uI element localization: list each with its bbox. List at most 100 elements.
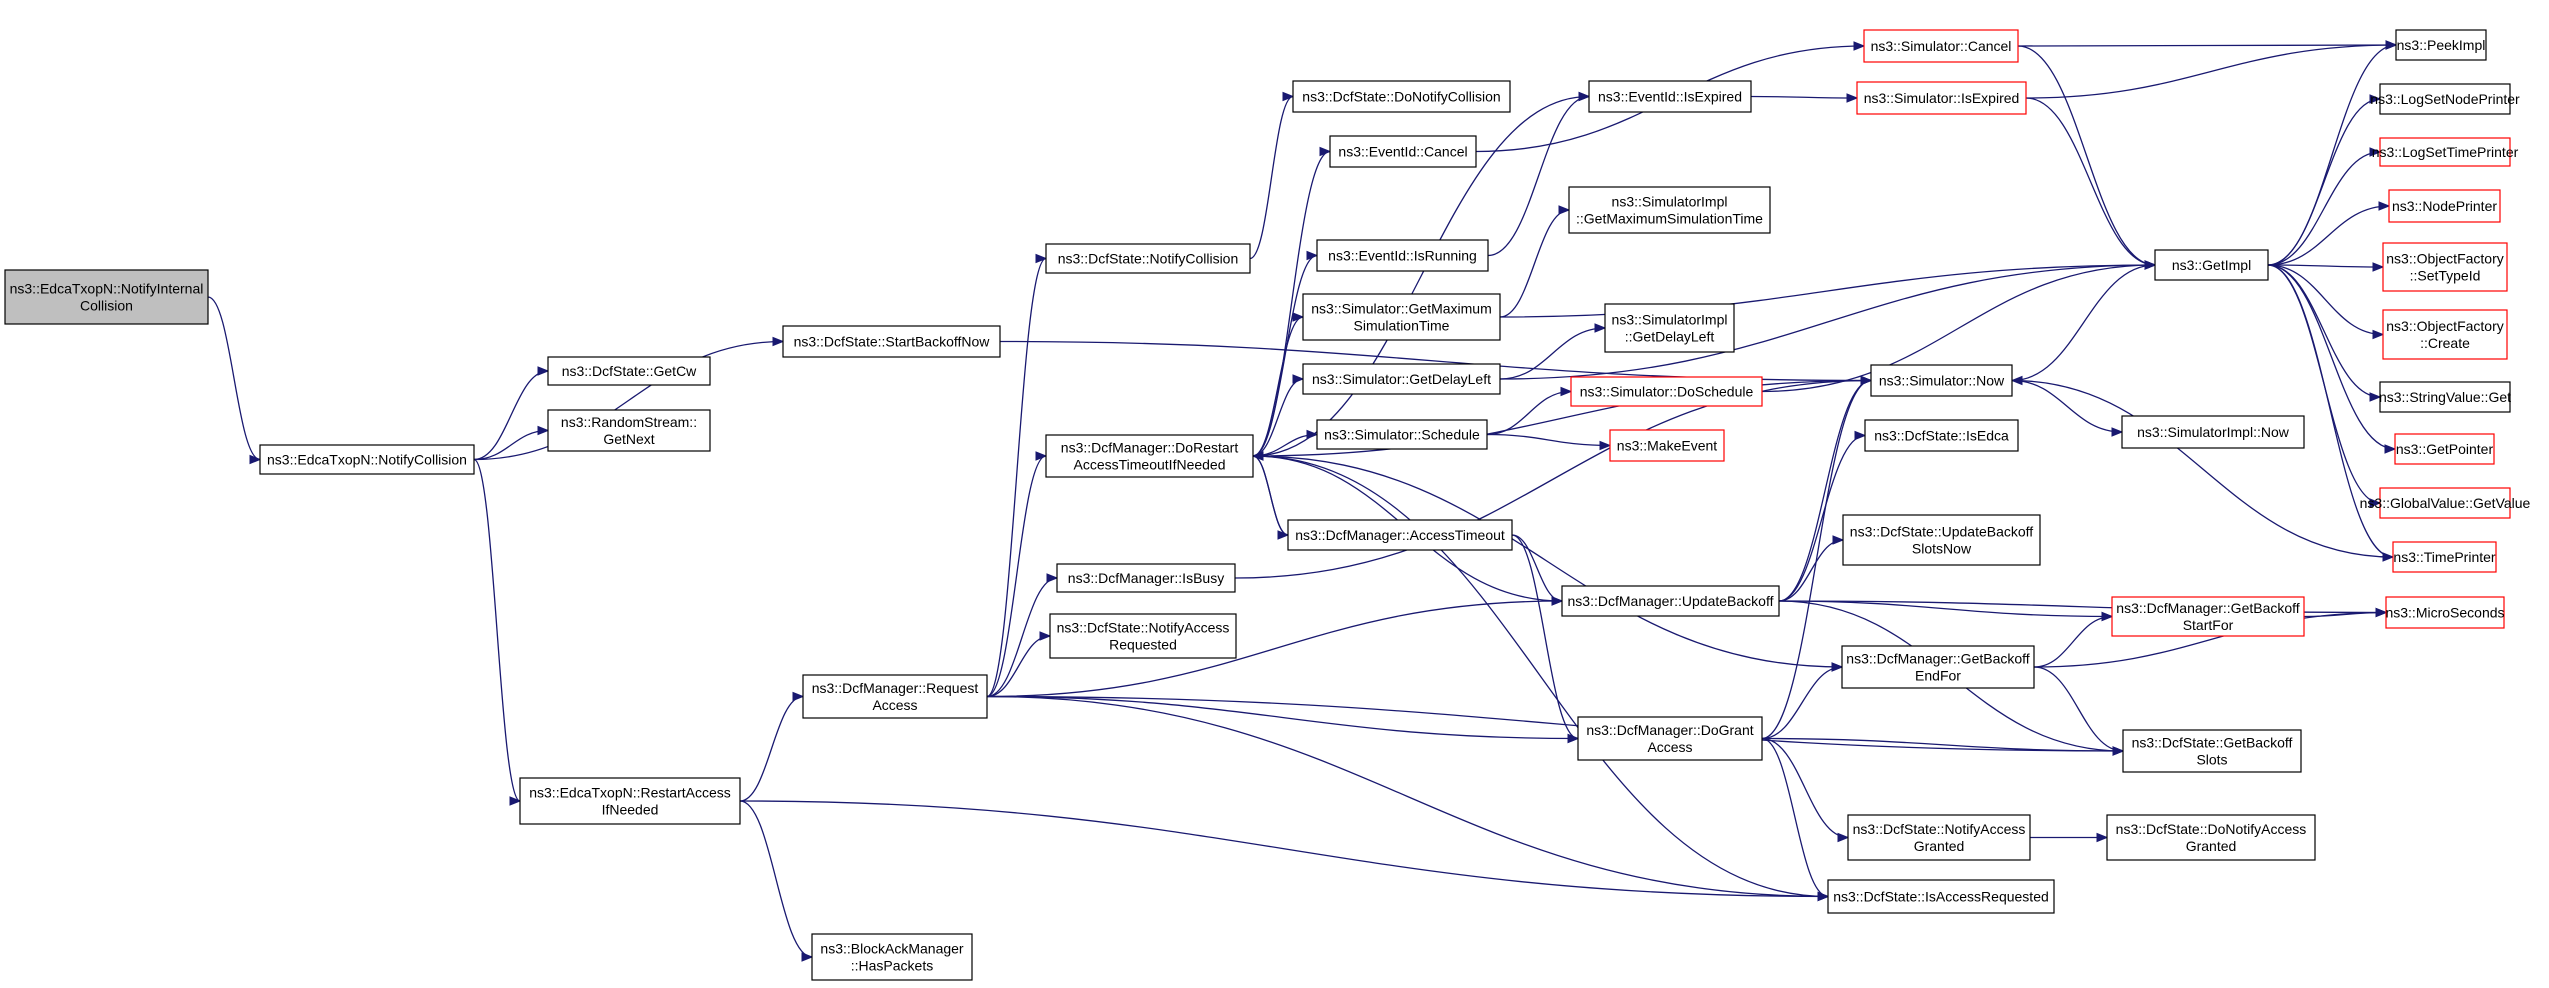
node-n41[interactable]: ns3::LogSetTimePrinter bbox=[2372, 137, 2519, 167]
node-box bbox=[811, 933, 973, 981]
node-n14[interactable]: ns3::EventId::IsRunning bbox=[1316, 239, 1489, 272]
node-box bbox=[2106, 814, 2316, 861]
edge-line bbox=[1499, 209, 1570, 318]
node-label-line: SlotsNow bbox=[1912, 541, 1972, 557]
node-n42[interactable]: ns3::NodePrinter bbox=[2388, 189, 2501, 223]
edge-arrowhead bbox=[1853, 41, 1866, 51]
edge-line bbox=[1499, 264, 2156, 380]
node-box bbox=[4, 269, 209, 325]
node-n12[interactable]: ns3::DcfState::DoNotifyCollision bbox=[1292, 80, 1511, 113]
edge-arrowhead bbox=[1292, 374, 1305, 384]
node-label-line: ns3::ObjectFactory bbox=[2386, 318, 2504, 334]
edge-arrowhead bbox=[1837, 832, 1850, 843]
node-n9[interactable]: ns3::DcfManager::DoRestartAccessTimeoutI… bbox=[1045, 434, 1254, 478]
edge-line bbox=[1761, 737, 1829, 898]
node-n27[interactable]: ns3::Simulator::IsExpired bbox=[1856, 81, 2027, 115]
node-n7[interactable]: ns3::BlockAckManager::HasPackets bbox=[811, 933, 973, 981]
node-n21[interactable]: ns3::SimulatorImpl::GetDelayLeft bbox=[1604, 303, 1735, 353]
node-n28[interactable]: ns3::Simulator::Now bbox=[1870, 364, 2013, 397]
node-n15[interactable]: ns3::Simulator::GetMaximumSimulationTime bbox=[1302, 293, 1501, 341]
node-label-line: ns3::DcfState::IsEdca bbox=[1874, 428, 2009, 444]
node-n1[interactable]: ns3::EdcaTxopN::NotifyCollision bbox=[259, 444, 475, 475]
edge-arrowhead bbox=[2144, 260, 2157, 270]
node-n10[interactable]: ns3::DcfManager::IsBusy bbox=[1056, 563, 1236, 593]
node-n17[interactable]: ns3::Simulator::Schedule bbox=[1316, 419, 1488, 450]
node-n18[interactable]: ns3::DcfManager::AccessTimeout bbox=[1287, 519, 1513, 551]
edge-line bbox=[2267, 98, 2381, 266]
edge-n25-to-n37 bbox=[1761, 737, 2125, 756]
edge-arrowhead bbox=[1854, 430, 1867, 441]
node-n45[interactable]: ns3::StringValue::Get bbox=[2379, 381, 2511, 413]
edge-line bbox=[739, 800, 1829, 898]
node-label-line: Requested bbox=[1109, 637, 1177, 653]
node-label-line: ::HasPackets bbox=[851, 958, 933, 974]
edge-line bbox=[2267, 205, 2390, 266]
node-n47[interactable]: ns3::GlobalValue::GetValue bbox=[2360, 487, 2531, 519]
edge-arrowhead bbox=[2096, 832, 2109, 843]
node-n2[interactable]: ns3::DcfState::GetCw bbox=[547, 356, 711, 386]
node-box bbox=[2395, 29, 2487, 61]
node-n43[interactable]: ns3::ObjectFactory::SetTypeId bbox=[2382, 242, 2508, 292]
node-n20[interactable]: ns3::SimulatorImpl::GetMaximumSimulation… bbox=[1568, 186, 1771, 234]
node-box bbox=[1847, 814, 2031, 861]
edge-n31-to-n36 bbox=[2033, 611, 2114, 668]
node-n33[interactable]: ns3::DcfState::IsAccessRequested bbox=[1827, 879, 2055, 914]
node-label-line: Granted bbox=[2186, 838, 2237, 854]
node-n26[interactable]: ns3::Simulator::Cancel bbox=[1863, 29, 2019, 63]
edge-arrowhead bbox=[1860, 375, 1873, 386]
edge-line bbox=[986, 600, 1563, 698]
node-box bbox=[1316, 239, 1489, 272]
node-box bbox=[782, 325, 1001, 358]
node-label-line: ns3::GlobalValue::GetValue bbox=[2360, 495, 2531, 511]
edge-arrowhead bbox=[792, 691, 805, 702]
node-box bbox=[1568, 186, 1771, 234]
node-n8[interactable]: ns3::DcfState::NotifyCollision bbox=[1045, 243, 1251, 274]
node-label-line: ns3::DcfState::GetBackoff bbox=[2132, 735, 2293, 751]
node-n44[interactable]: ns3::ObjectFactory::Create bbox=[2382, 309, 2508, 360]
node-label-line: ns3::MakeEvent bbox=[1617, 438, 1717, 454]
node-n23[interactable]: ns3::MakeEvent bbox=[1609, 429, 1725, 462]
node-label-line: ns3::ObjectFactory bbox=[2386, 251, 2504, 267]
node-n34[interactable]: ns3::GetImpl bbox=[2154, 249, 2269, 281]
edge-arrowhead bbox=[1567, 733, 1580, 744]
node-box bbox=[1049, 613, 1237, 659]
node-n16[interactable]: ns3::Simulator::GetDelayLeft bbox=[1302, 363, 1501, 395]
node-n35[interactable]: ns3::SimulatorImpl::Now bbox=[2121, 415, 2305, 449]
node-n29[interactable]: ns3::DcfState::IsEdca bbox=[1864, 419, 2019, 452]
node-n46[interactable]: ns3::GetPointer bbox=[2394, 433, 2495, 465]
node-n3[interactable]: ns3::RandomStream::GetNext bbox=[547, 409, 711, 452]
edge-line bbox=[1761, 666, 1843, 740]
node-label-line: ns3::BlockAckManager bbox=[820, 941, 964, 957]
node-n48[interactable]: ns3::TimePrinter bbox=[2392, 541, 2497, 573]
node-label-line: ns3::MicroSeconds bbox=[2385, 605, 2504, 621]
node-box bbox=[2379, 381, 2511, 413]
node-n4[interactable]: ns3::DcfState::StartBackoffNow bbox=[782, 325, 1001, 358]
edge-n1-to-n4 bbox=[473, 336, 785, 461]
node-n39[interactable]: ns3::PeekImpl bbox=[2395, 29, 2487, 61]
node-n49[interactable]: ns3::MicroSeconds bbox=[2385, 596, 2505, 629]
edge-line bbox=[739, 695, 804, 802]
node-label-line: ns3::DcfState::NotifyCollision bbox=[1058, 251, 1239, 267]
edge-arrowhead bbox=[2010, 375, 2023, 386]
edge-n16-to-n34 bbox=[1499, 260, 2157, 380]
node-label-line: ns3::EventId::Cancel bbox=[1338, 144, 1467, 160]
node-n24[interactable]: ns3::DcfManager::UpdateBackoff bbox=[1561, 585, 1780, 617]
node-n13[interactable]: ns3::EventId::Cancel bbox=[1329, 135, 1477, 168]
node-n22[interactable]: ns3::Simulator::DoSchedule bbox=[1570, 376, 1763, 407]
node-label-line: ::GetDelayLeft bbox=[1625, 329, 1715, 345]
node-box bbox=[1316, 419, 1488, 450]
node-n19[interactable]: ns3::EventId::IsExpired bbox=[1588, 80, 1752, 113]
edge-arrowhead bbox=[1594, 323, 1607, 333]
node-n40[interactable]: ns3::LogSetNodePrinter bbox=[2370, 83, 2520, 115]
